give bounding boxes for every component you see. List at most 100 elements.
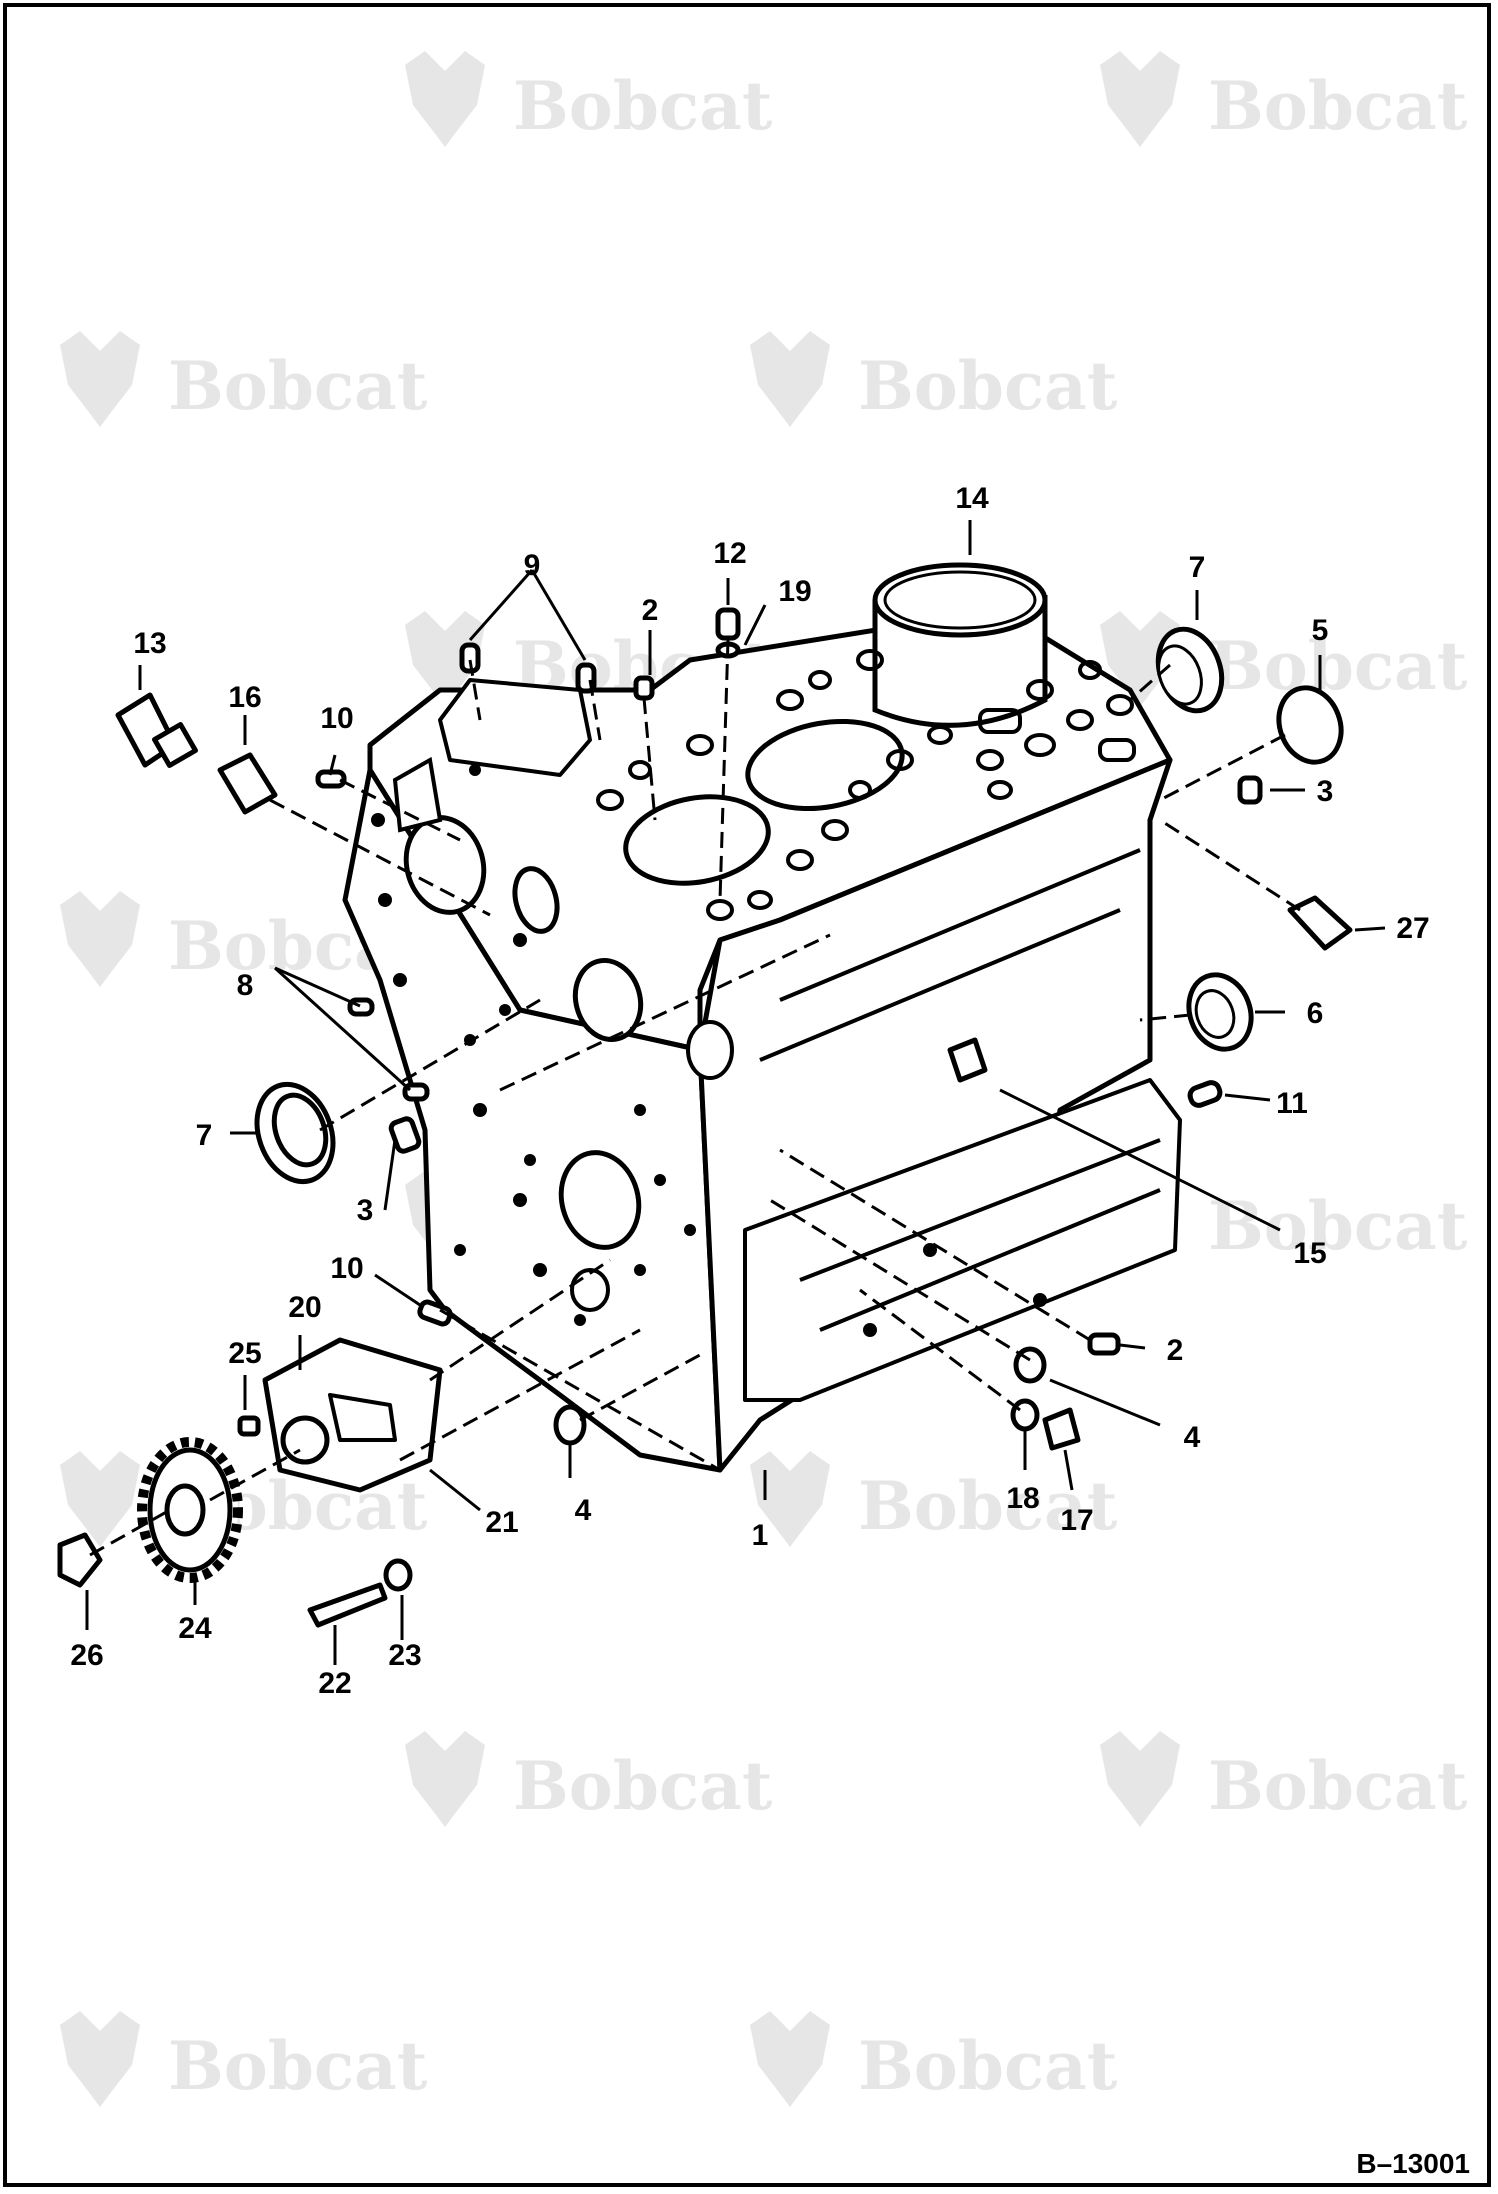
callout-10-bottom: 10	[330, 1252, 363, 1285]
part-2-plug-right	[1087, 1332, 1121, 1356]
callout-14: 14	[955, 482, 989, 515]
bobcat-head-logo-icon	[1100, 611, 1180, 707]
part-15-stud	[947, 1037, 988, 1083]
figure-reference: B–13001	[1356, 2148, 1470, 2179]
watermark: Bobcat	[60, 2011, 428, 2107]
bobcat-head-logo-icon	[60, 2011, 140, 2107]
callout-9: 9	[524, 549, 541, 582]
watermark: Bobcat	[1100, 51, 1468, 147]
callout-6: 6	[1307, 997, 1324, 1030]
watermark-text: Bobcat	[1208, 1187, 1468, 1265]
watermark-text: Bobcat	[1208, 1747, 1468, 1825]
part-26-nut	[57, 1532, 103, 1588]
watermark-text: Bobcat	[1208, 627, 1468, 705]
callout-15: 15	[1293, 1237, 1326, 1270]
callout-7-right: 7	[1189, 551, 1206, 584]
watermark-text: Bobcat	[168, 347, 428, 425]
callout-18: 18	[1006, 1482, 1039, 1515]
part-11-pin	[1187, 1080, 1223, 1108]
callout-16: 16	[228, 681, 261, 714]
crankshaft-bore	[572, 957, 644, 1043]
watermark: Bobcat	[1100, 611, 1468, 707]
callout-3-left: 3	[357, 1194, 374, 1227]
callout-labels: 1 2 2 3 3 4 4 5 6 7 7 8 9 10 10 11 12 13…	[70, 482, 1429, 1700]
callout-5: 5	[1312, 614, 1329, 647]
watermark-text: Bobcat	[858, 347, 1118, 425]
bobcat-head-logo-icon	[750, 2011, 830, 2107]
camshaft-bore-2	[512, 866, 560, 934]
front-face-small-holes	[371, 764, 1047, 1337]
part-17-relief-valve	[1042, 1407, 1081, 1451]
watermark-text: Bobcat	[858, 2027, 1118, 2105]
tappet-cover-opening	[438, 678, 592, 777]
part-7-front-seal	[254, 1081, 336, 1185]
callout-4-right: 4	[1184, 1421, 1201, 1454]
cylinder-liner	[872, 562, 1048, 728]
callout-2-right: 2	[1167, 1334, 1184, 1367]
watermark-text: Bobcat	[513, 1747, 773, 1825]
part-13-oil-switch	[115, 692, 198, 768]
assembly-lines	[89, 639, 1301, 1557]
callout-21: 21	[485, 1506, 518, 1539]
part-23-washer	[383, 1558, 413, 1592]
watermark-text: Bobcat	[1208, 67, 1468, 145]
bobcat-head-logo-icon	[1100, 1731, 1180, 1827]
bobcat-head-logo-icon	[1100, 51, 1180, 147]
callout-25: 25	[228, 1337, 261, 1370]
callout-1: 1	[752, 1519, 769, 1552]
watermark-text: Bobcat	[513, 67, 773, 145]
callout-27: 27	[1396, 912, 1429, 945]
bobcat-head-logo-icon	[60, 331, 140, 427]
water-jacket-rib	[759, 848, 1161, 1332]
part-7-rear-plug	[1155, 626, 1225, 714]
bobcat-head-logo-icon	[60, 1451, 140, 1547]
callout-13: 13	[133, 627, 166, 660]
cylinder-bore-1	[623, 794, 771, 886]
callout-24: 24	[178, 1612, 212, 1645]
part-10-dowel-bottom	[417, 1299, 453, 1327]
part-3-plug-left	[388, 1116, 422, 1154]
callout-23: 23	[388, 1639, 421, 1672]
block-front-face	[342, 767, 723, 1473]
part-4-oring-left	[553, 1404, 587, 1446]
callout-22: 22	[318, 1667, 351, 1700]
watermark: Bobcat	[750, 1451, 1118, 1547]
bobcat-head-logo-icon	[60, 891, 140, 987]
bobcat-head-logo-icon	[405, 611, 485, 707]
page-border	[3, 3, 1491, 2187]
callout-26: 26	[70, 1639, 103, 1672]
watermark: Bobcat	[750, 331, 1118, 427]
watermark-layer: Bobcat Bobcat Bobcat Bobcat Bobcat Bobca…	[60, 51, 1468, 2107]
watermark: Bobcat	[405, 51, 773, 147]
bobcat-head-logo-icon	[405, 51, 485, 147]
callout-4-left: 4	[575, 1494, 592, 1527]
bobcat-head-logo-icon	[750, 1451, 830, 1547]
part-24-gear	[137, 1437, 243, 1583]
part-20-oil-pump	[262, 1337, 443, 1493]
callout-2-top: 2	[642, 594, 659, 627]
loose-parts	[57, 607, 1353, 1628]
part-16-adapter	[217, 752, 278, 815]
bobcat-head-logo-icon	[405, 1731, 485, 1827]
callout-19: 19	[778, 575, 811, 608]
idler-bore	[558, 1150, 642, 1250]
part-22-bolt	[307, 1582, 388, 1628]
part-9-plug-a	[459, 642, 481, 674]
callout-10-top: 10	[320, 702, 353, 735]
callout-12: 12	[713, 537, 746, 570]
part-25-bolt	[237, 1415, 261, 1437]
part-27-sensor	[1287, 895, 1353, 951]
part-3-plug-right	[1237, 775, 1263, 805]
callout-20: 20	[288, 1291, 321, 1324]
bobcat-head-logo-icon	[750, 331, 830, 427]
watermark: Bobcat	[1100, 1731, 1468, 1827]
callout-11: 11	[1276, 1087, 1308, 1120]
cylinder-bores	[623, 718, 905, 886]
callout-3-right: 3	[1317, 775, 1334, 808]
callout-7-left: 7	[196, 1119, 213, 1152]
watermark-text: Bobcat	[168, 2027, 428, 2105]
leader-lines	[85, 520, 1386, 1665]
watermark: Bobcat	[750, 2011, 1118, 2107]
